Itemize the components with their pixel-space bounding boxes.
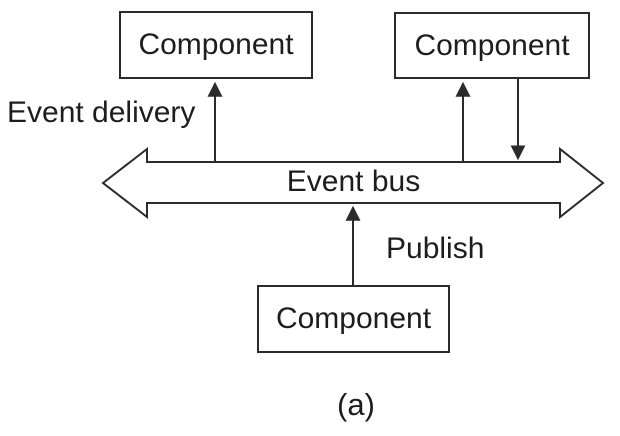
publish-label: Publish bbox=[386, 232, 485, 265]
component-node-top-right: Component bbox=[394, 12, 590, 79]
event-bus-label: Event bus bbox=[286, 165, 421, 198]
event-bus-shape bbox=[101, 146, 605, 220]
component-label: Component bbox=[138, 28, 294, 61]
component-node-bottom: Component bbox=[257, 285, 450, 353]
figure-caption: (a) bbox=[337, 387, 375, 422]
component-label: Component bbox=[414, 28, 570, 62]
component-label: Component bbox=[275, 302, 432, 335]
event-delivery-label: Event delivery bbox=[7, 96, 196, 129]
component-node-top-left: Component bbox=[119, 11, 313, 79]
